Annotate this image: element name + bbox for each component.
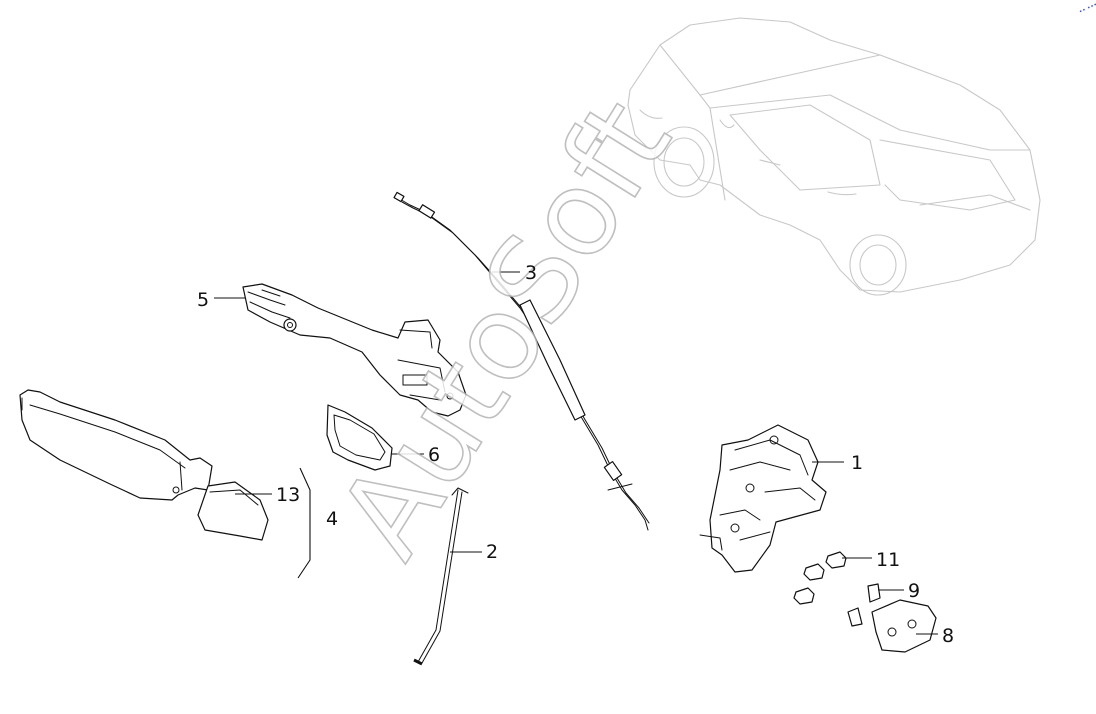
part-3-release-cable	[393, 191, 650, 531]
callout-5: 5	[197, 289, 209, 311]
part-5-handle-carrier	[242, 283, 467, 417]
part-2-rod	[413, 487, 469, 666]
bracket-4	[297, 467, 311, 579]
callout-6: 6	[428, 444, 440, 466]
callout-9: 9	[908, 580, 920, 602]
cable-end-icon	[393, 191, 405, 203]
callout-2: 2	[486, 541, 498, 563]
callout-3: 3	[525, 262, 537, 284]
callout-4: 4	[326, 508, 338, 530]
callout-13: 13	[276, 484, 300, 506]
lock-cylinder-icon	[283, 318, 297, 332]
callout-1: 1	[851, 452, 863, 474]
part-8-striker	[871, 599, 937, 653]
part-9-spacers	[847, 583, 881, 627]
callout-8: 8	[942, 625, 954, 647]
callout-11: 11	[876, 549, 900, 571]
part-6-gasket	[326, 404, 393, 471]
part-4-outer-handle	[19, 389, 213, 501]
part-1-door-latch	[699, 424, 827, 573]
part-11-screws	[793, 551, 847, 605]
leader-lines	[214, 271, 938, 635]
part-13-handle-cap	[197, 481, 269, 541]
car-outline	[627, 17, 1041, 296]
corner-logo: •• •••	[1078, 1, 1096, 16]
